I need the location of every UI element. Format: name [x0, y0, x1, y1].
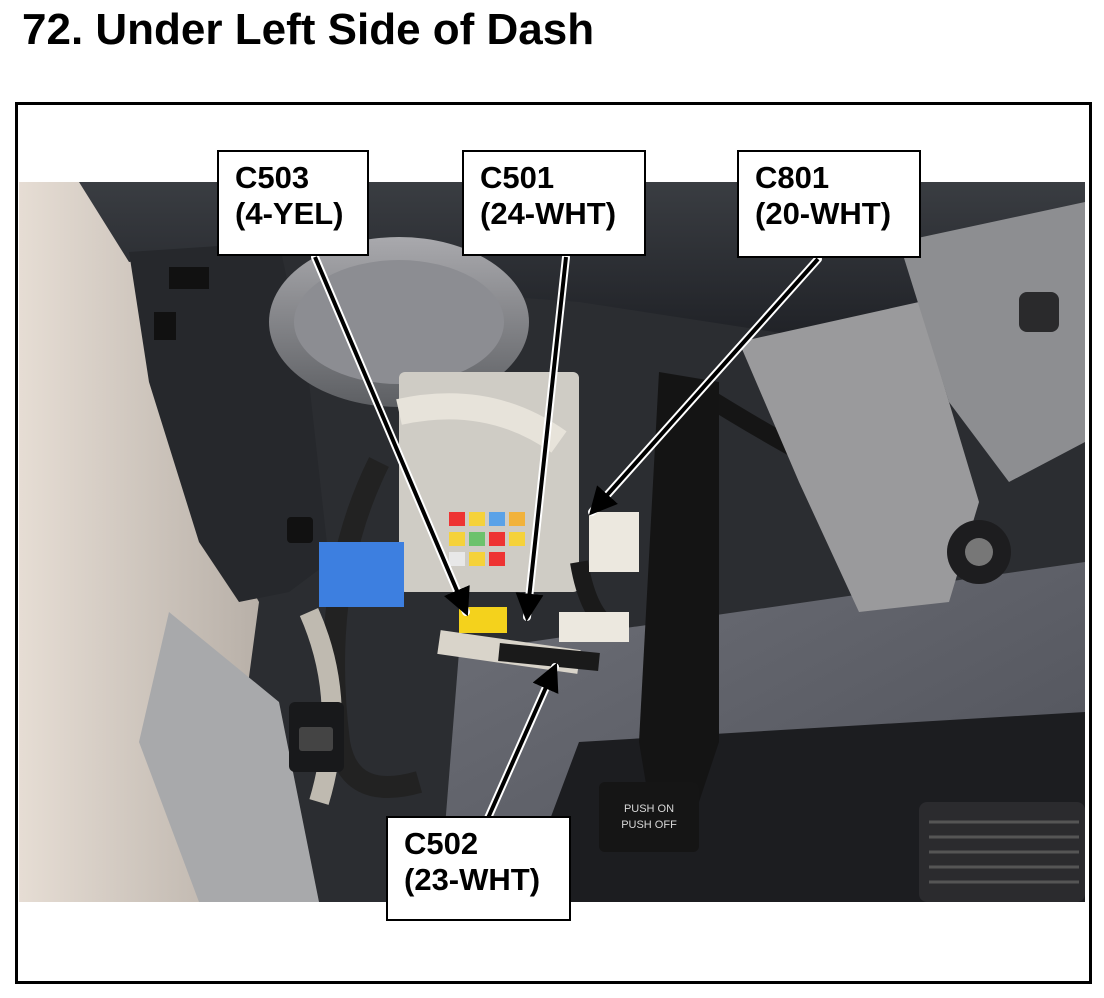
brake-pedal-arm — [639, 372, 719, 802]
callout-spec: (4-YEL) — [235, 196, 344, 231]
c801-connector — [589, 512, 639, 572]
arrow-c801 — [588, 257, 820, 516]
fuses — [449, 512, 525, 566]
callout-code: C501 — [480, 160, 555, 195]
callout-spec: (24-WHT) — [480, 196, 617, 231]
push-off-label: PUSH OFF — [621, 819, 677, 831]
callout-spec: (20-WHT) — [755, 196, 892, 231]
callout-code: C502 — [404, 826, 479, 861]
arrow-c503 — [313, 256, 470, 617]
under-dash-photo: PUSH ON PUSH OFF — [19, 182, 1085, 902]
callout-c501: C501 (24-WHT) — [462, 150, 646, 256]
callout-c503: C503 (4-YEL) — [217, 150, 369, 256]
push-on-label: PUSH ON — [624, 803, 674, 815]
page-title: 72. Under Left Side of Dash — [22, 5, 595, 54]
arrow-c501 — [515, 256, 568, 622]
parking-brake-pedal — [599, 782, 699, 852]
callout-spec: (23-WHT) — [404, 862, 541, 897]
callout-code: C801 — [755, 160, 830, 195]
arrow-c502 — [486, 662, 559, 819]
blue-connector — [319, 542, 404, 607]
callout-code: C503 — [235, 160, 310, 195]
callout-c801: C801 (20-WHT) — [737, 150, 921, 258]
callout-c502: C502 (23-WHT) — [386, 816, 571, 921]
